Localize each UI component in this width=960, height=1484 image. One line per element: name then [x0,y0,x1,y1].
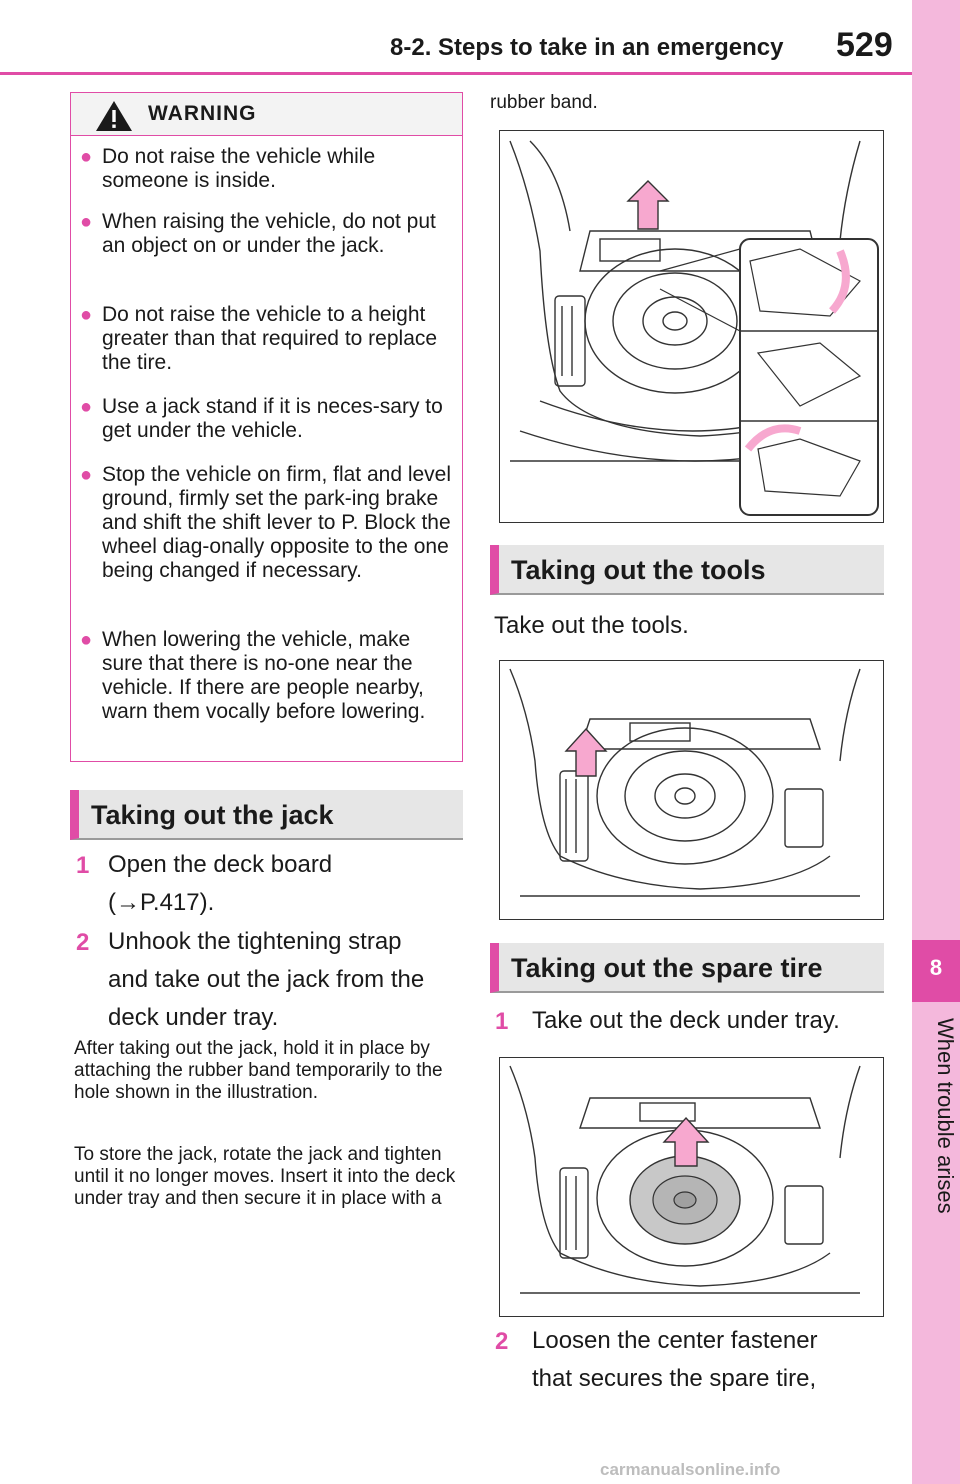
chapter-number: 8 [929,955,943,980]
warning-item: ● Use a jack stand if it is neces-sary t… [80,395,443,442]
continuation-text: rubber band. [490,92,598,113]
warning-item: ● When raising the vehicle, do not put a… [80,210,436,257]
warning-title: WARNING [148,102,257,125]
section-heading-jack: Taking out the jack [70,790,463,840]
section-heading-spare-tire: Taking out the spare tire [490,943,884,993]
section-header-title: 8-2. Steps to take in an emergency [390,34,784,61]
up-arrow-icon [662,1116,710,1167]
bullet-dot-icon: ● [80,464,93,486]
jack-location-illustration [499,130,884,523]
warning-item: ● Do not raise the vehicle while someone… [80,145,376,192]
up-arrow-icon [626,180,670,230]
warning-box [70,92,463,762]
up-arrow-icon [564,727,608,777]
step-text: Open the deck board (→P.417). [108,851,333,916]
step-number: 1 [76,852,90,879]
chapter-side-tab [912,0,960,1484]
step-number: 2 [495,1328,509,1355]
tools-illustration [499,660,884,920]
inset-detail [659,238,879,516]
bullet-dot-icon: ● [80,396,93,418]
page-number: 529 [836,26,893,64]
header-rule [0,72,912,75]
chapter-number-box [912,940,960,1002]
step-number: 1 [495,1008,509,1035]
warning-header [71,93,462,136]
step-text: Take out the deck under tray. [532,1007,840,1034]
spare-tire-illustration [499,1057,884,1317]
note-paragraph: After taking out the jack, hold it in pl… [74,1038,443,1103]
bullet-dot-icon: ● [80,629,93,651]
bullet-dot-icon: ● [80,146,93,168]
warning-item: ● Stop the vehicle on firm, flat and lev… [80,463,452,582]
tools-instruction: Take out the tools. [494,612,689,639]
step-text: Unhook the tightening strap and take out… [108,928,425,1031]
warning-item: ● When lowering the vehicle, make sure t… [80,628,426,723]
bullet-dot-icon: ● [80,211,93,233]
step-text: Loosen the center fastener that secures … [532,1327,818,1392]
warning-item: ● Do not raise the vehicle to a height g… [80,303,438,374]
step-number: 2 [76,929,90,956]
watermark: carmanualsonline.info [600,1460,781,1479]
warning-triangle-icon [96,101,132,131]
chapter-label: When trouble arises [933,1018,958,1214]
note-paragraph: To store the jack, rotate the jack and t… [74,1144,456,1209]
section-heading-tools: Taking out the tools [490,545,884,595]
bullet-dot-icon: ● [80,304,93,326]
